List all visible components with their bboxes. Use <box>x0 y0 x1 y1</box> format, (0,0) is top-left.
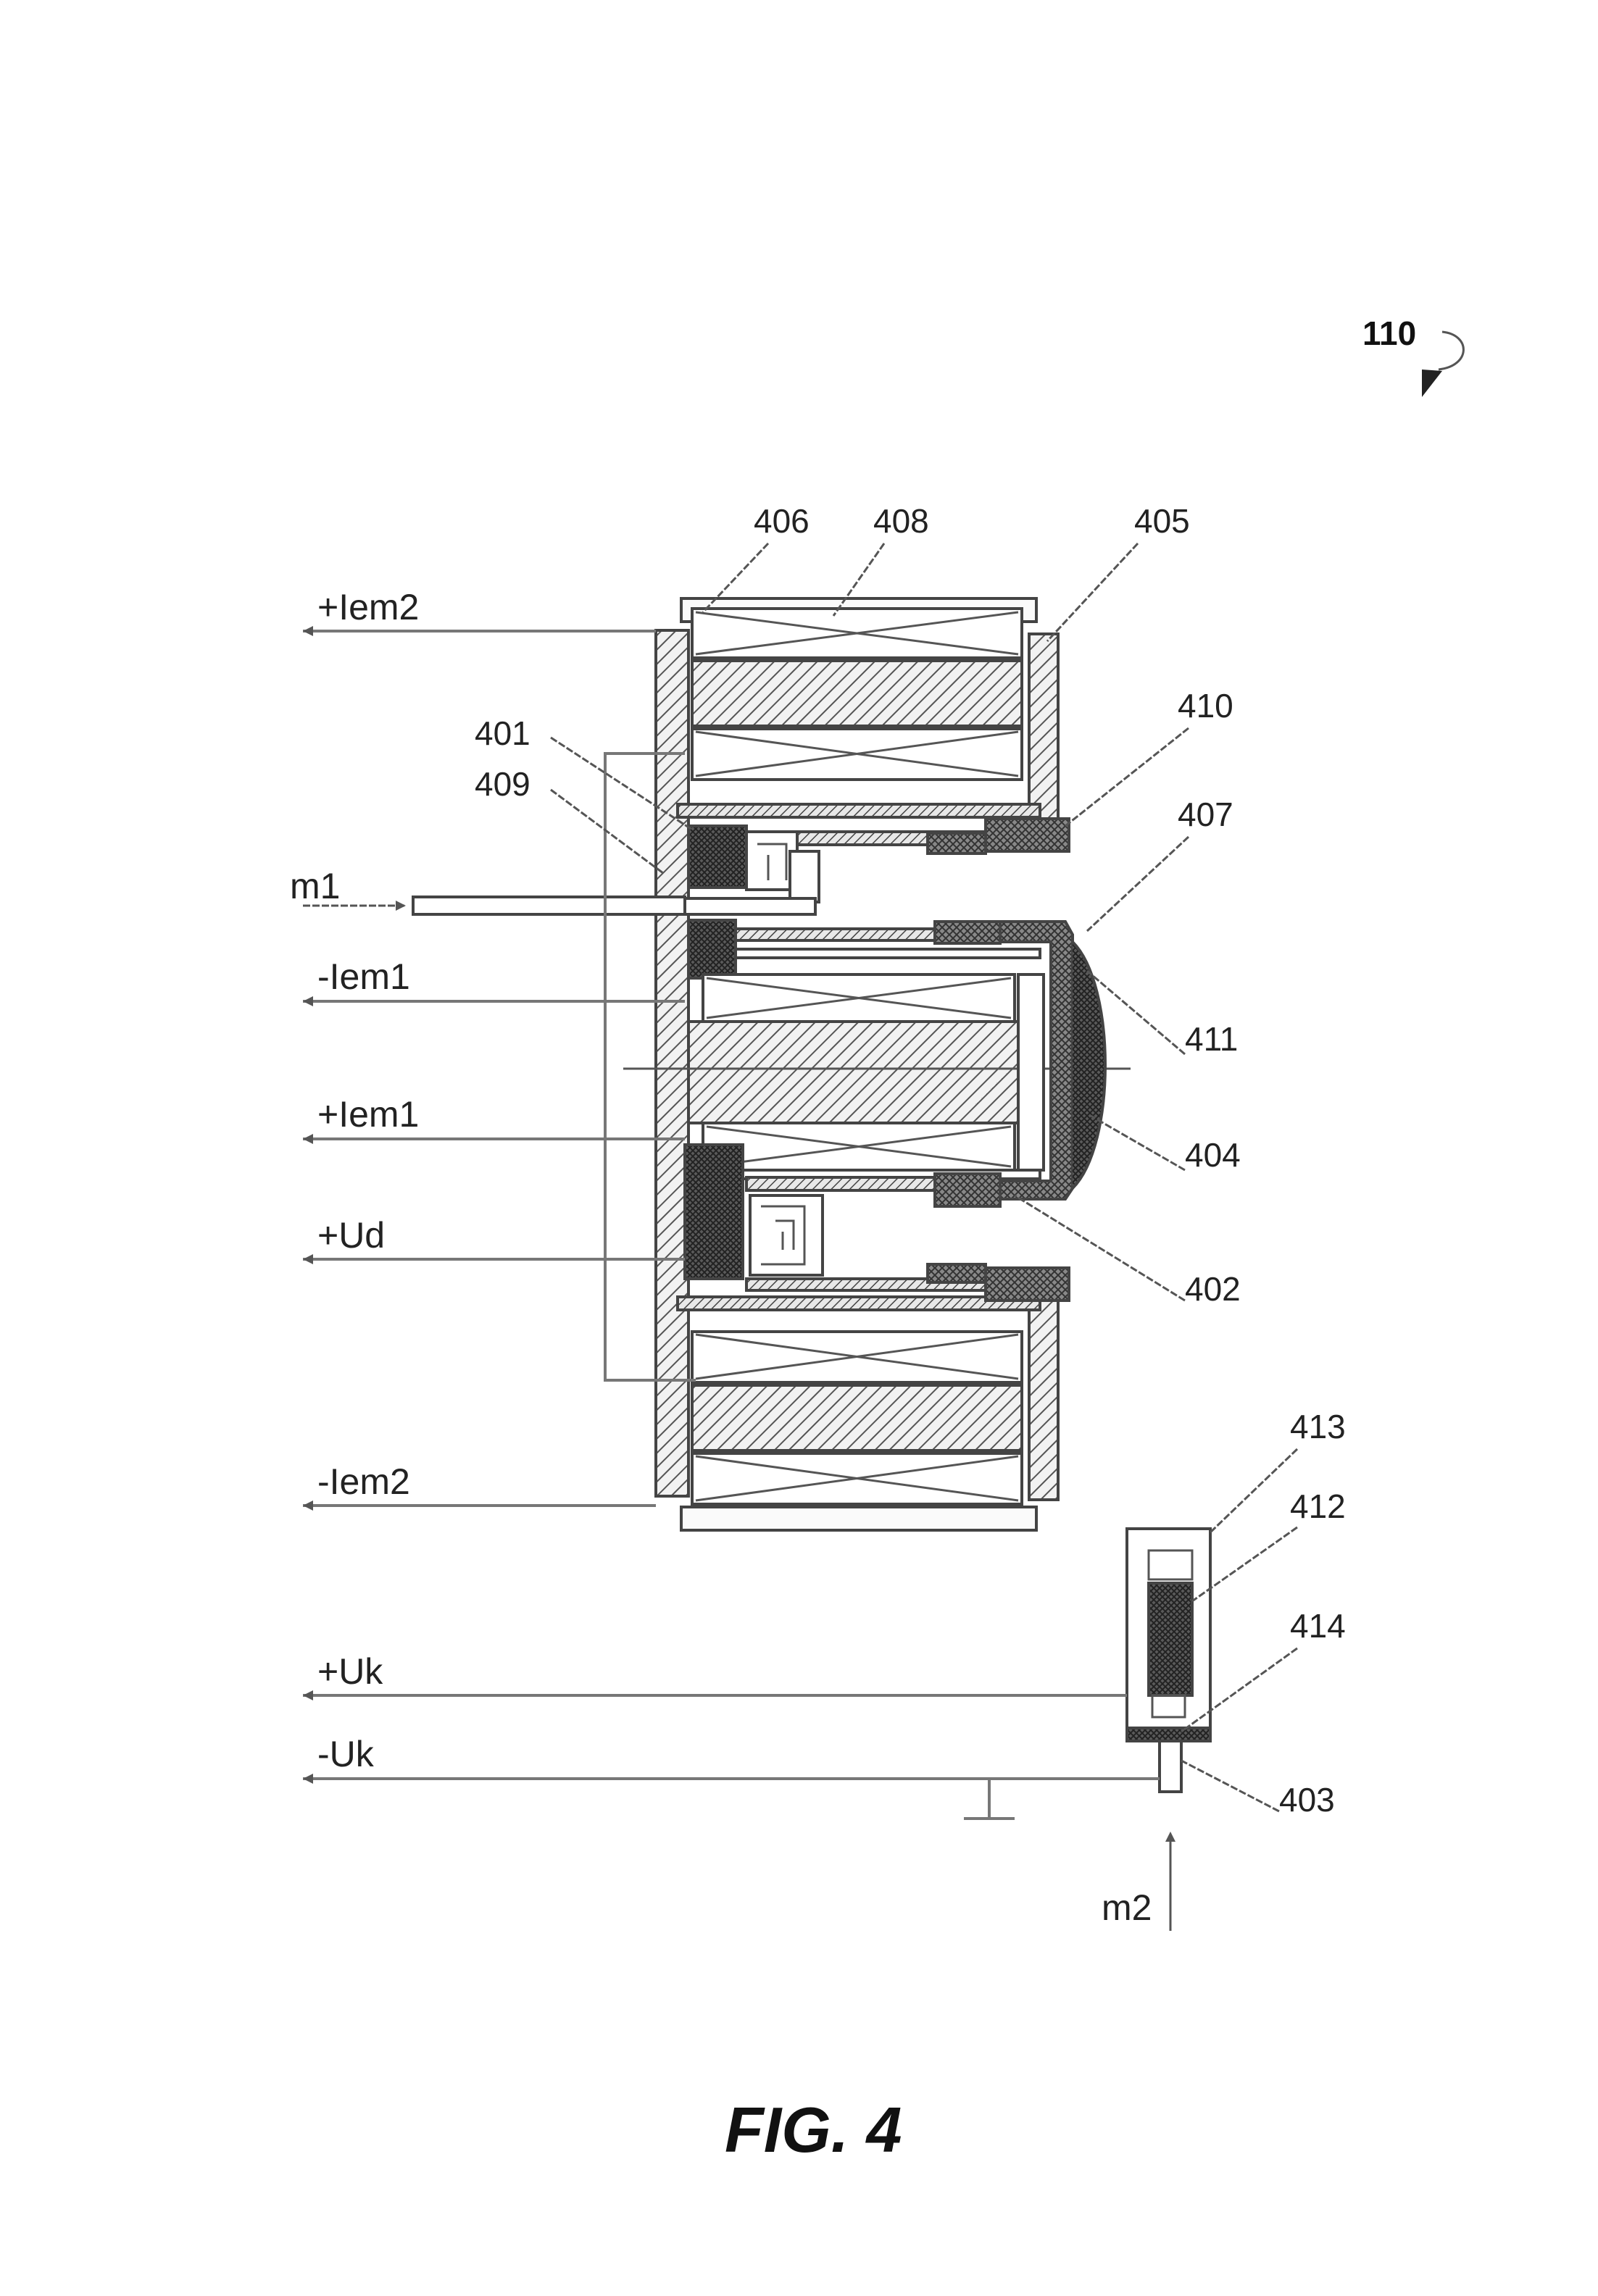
ref-411: 411 <box>1185 1020 1238 1058</box>
figure-reference: 110 <box>1362 314 1465 397</box>
arrowhead-icon <box>1422 370 1442 397</box>
curved-arrow-icon <box>1438 330 1465 371</box>
ref-414: 414 <box>1290 1607 1346 1645</box>
upper-sleeve <box>767 817 1070 855</box>
ref-405: 405 <box>1134 502 1190 540</box>
ref-408: 408 <box>873 502 929 540</box>
ref-409: 409 <box>475 765 530 803</box>
figure-ref-label: 110 <box>1362 314 1416 352</box>
ref-404: 404 <box>1185 1136 1241 1174</box>
upper-outer-coil <box>676 607 1041 819</box>
terminal-minus-uk: -Uk <box>317 1734 375 1774</box>
sensor-element <box>1147 1582 1194 1697</box>
m1-inlet-pipe <box>412 896 686 916</box>
reference-numerals: 406 408 405 401 409 410 407 411 404 402 … <box>475 502 1346 1819</box>
terminal-labels: +Iem2 m1 -Iem1 +Iem1 +Ud -Iem2 +Uk -Uk m… <box>290 587 1152 1928</box>
ref-407: 407 <box>1178 796 1233 833</box>
ref-406: 406 <box>754 502 810 540</box>
terminal-plus-iem1: +Iem1 <box>317 1094 419 1135</box>
valve-block-lower <box>683 1143 1070 1302</box>
terminal-minus-iem2: -Iem2 <box>317 1461 410 1502</box>
terminal-plus-ud: +Ud <box>317 1215 385 1256</box>
lower-outer-coil <box>676 1295 1041 1506</box>
ref-412: 412 <box>1290 1487 1346 1525</box>
sensor-assembly <box>1125 1527 1212 1931</box>
terminal-m2: m2 <box>1102 1887 1152 1928</box>
sensor-base <box>1125 1727 1212 1742</box>
terminal-minus-iem1: -Iem1 <box>317 956 410 997</box>
ref-401: 401 <box>475 714 530 752</box>
terminal-plus-uk: +Uk <box>317 1651 383 1692</box>
diaphragm <box>1071 940 1107 1190</box>
ref-402: 402 <box>1185 1270 1241 1308</box>
terminal-m1: m1 <box>290 866 340 906</box>
ref-410: 410 <box>1178 687 1233 725</box>
terminal-plus-iem2: +Iem2 <box>317 587 419 627</box>
valve-block-upper <box>412 825 820 916</box>
ground-icon <box>964 1779 1015 1820</box>
figure-caption: FIG. 4 <box>725 2094 902 2166</box>
wiring <box>303 626 1175 1842</box>
ref-413: 413 <box>1290 1408 1346 1445</box>
ref-403: 403 <box>1279 1781 1335 1819</box>
sensor-port <box>1158 1740 1183 1793</box>
central-armature <box>623 919 1131 1180</box>
